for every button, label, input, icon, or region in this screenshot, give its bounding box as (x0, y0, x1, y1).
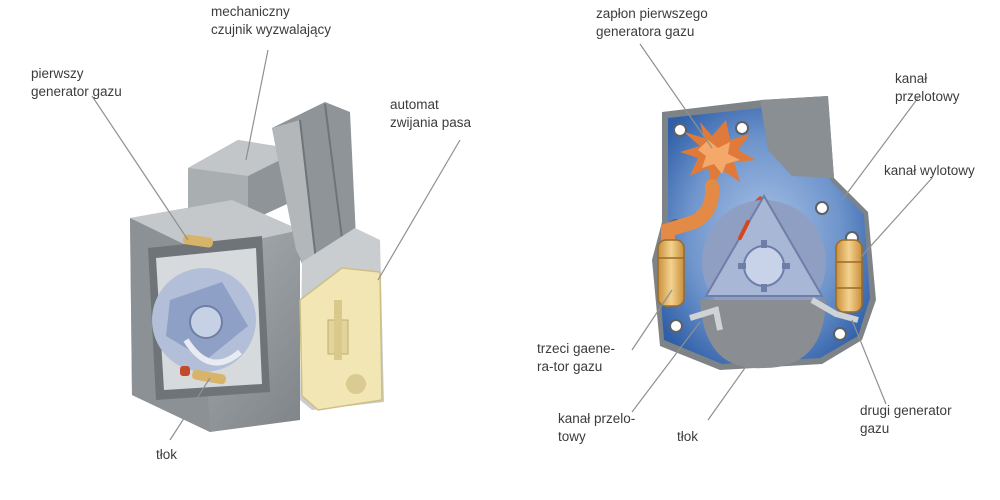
label-line: tłok (156, 447, 178, 462)
label-piston-right: tłok (677, 428, 698, 446)
label-belt-retractor: automat zwijania pasa (390, 96, 471, 132)
label-transfer-channel-bottom: kanał przelo- towy (558, 410, 635, 446)
leader-outlet (859, 177, 933, 259)
pretensioner-cartridges (180, 234, 226, 385)
label-line: trzeci gaene- (537, 341, 616, 356)
label-line: zwijania pasa (390, 115, 472, 130)
label-outlet-channel: kanał wylotowy (884, 162, 975, 180)
label-second-generator: drugi generator gazu (860, 402, 952, 438)
ignition-flame (680, 120, 756, 188)
belt-retractor-spool (299, 228, 384, 411)
label-line: ra-tor gazu (537, 359, 603, 374)
leader-ignition (639, 43, 713, 149)
label-line: pierwszy (31, 66, 84, 81)
leader-second-generator (851, 319, 887, 405)
rotor-chamber (700, 194, 826, 369)
label-line: kanał przelo- (558, 411, 636, 426)
pretensioner-rotor (152, 268, 256, 372)
label-third-generator: trzeci gaene- ra-tor gazu (537, 340, 615, 376)
label-first-generator: pierwszy generator gazu (31, 65, 122, 101)
leader-first-generator (91, 95, 189, 241)
transfer-channel (689, 306, 723, 331)
label-line: generator gazu (31, 84, 122, 99)
leader-piston-left (169, 377, 211, 441)
label-line: zapłon pierwszego (596, 6, 708, 21)
gas-generator-cartridges (657, 239, 863, 313)
leader-mech-sensor (245, 49, 269, 161)
label-line: przelotowy (895, 89, 960, 104)
transfer-channel-right (810, 297, 859, 323)
leader-lines (91, 43, 933, 441)
label-mechanical-sensor: mechaniczny czujnik wyzwalający (211, 3, 331, 39)
label-line: drugi generator (860, 403, 952, 418)
label-ignition: zapłon pierwszego generatora gazu (596, 5, 708, 41)
label-line: kanał wylotowy (884, 163, 975, 178)
label-line: towy (558, 429, 586, 444)
label-piston-left: tłok (156, 446, 177, 464)
label-line: gazu (860, 421, 890, 436)
label-line: tłok (677, 429, 699, 444)
leader-piston-right (707, 357, 753, 421)
leader-belt-retractor (377, 139, 461, 281)
label-line: automat (390, 97, 439, 112)
pretensioner-illustration (130, 102, 384, 432)
label-line: czujnik wyzwalający (211, 22, 332, 37)
leader-transfer-bottom (631, 321, 701, 413)
label-transfer-channel-top: kanał przelotowy (895, 70, 960, 106)
rotary-pretensioner-illustration (652, 96, 876, 370)
gas-channel (661, 179, 720, 307)
label-line: mechaniczny (211, 4, 290, 19)
label-line: generatora gazu (596, 24, 695, 39)
leader-third-generator (631, 289, 673, 351)
label-line: kanał (895, 71, 928, 86)
leader-transfer-top (841, 97, 919, 201)
